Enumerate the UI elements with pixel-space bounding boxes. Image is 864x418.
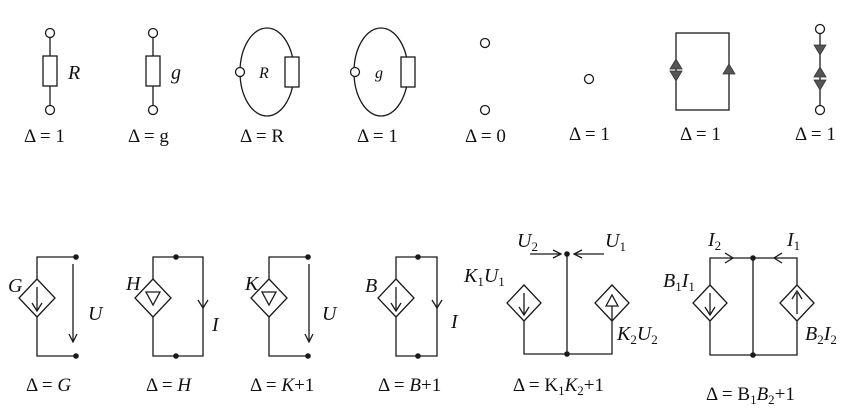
voltage-label-u1: U1	[605, 230, 626, 254]
element-cccs: B I Δ = B+1	[365, 254, 459, 396]
voltage-label: U	[322, 303, 338, 325]
element-conductance-g: g Δ = g	[128, 27, 181, 147]
voltage-label-u2: U2	[517, 230, 538, 254]
node-terminal	[479, 37, 491, 49]
node-terminal	[814, 23, 826, 35]
delta-label: Δ = R	[240, 126, 284, 147]
element-parallel-diodes: Δ = 1	[669, 32, 736, 145]
node-terminal	[479, 104, 491, 116]
diode-up-icon	[669, 58, 683, 70]
diode-up-icon	[722, 63, 736, 75]
source-label: G	[8, 275, 23, 297]
node-terminal	[44, 27, 56, 39]
node-terminal	[349, 66, 361, 78]
delta-label: Δ = B+1	[378, 375, 441, 396]
conductance-label: g	[375, 65, 383, 82]
delta-label: Δ = 1	[795, 124, 836, 145]
voltage-triangle-icon	[144, 291, 162, 307]
resistor-symbol	[284, 56, 300, 88]
current-label-i2: I2	[707, 229, 721, 253]
node-terminal	[147, 27, 159, 39]
delta-label: Δ = 1	[357, 126, 398, 147]
element-open-nodes: Δ = 0	[465, 37, 506, 147]
delta-label: Δ = K+1	[250, 375, 314, 396]
element-coupled-cccs: I2 I1 B1I1 B2I2 Δ = B1B2+1	[663, 229, 837, 407]
node-terminal	[583, 73, 595, 85]
element-single-node: Δ = 1	[569, 73, 610, 145]
delta-label: Δ = B1B2+1	[706, 384, 795, 407]
element-coupled-vcvs: U2 U1 K1U1 K2U2 Δ = K1K2+1	[463, 230, 658, 398]
source-label: H	[125, 273, 142, 295]
node-terminal	[44, 104, 56, 116]
element-resistor-r: R Δ = 1	[24, 27, 80, 147]
element-ccvs: H I Δ = H	[125, 254, 220, 396]
delta-label: Δ = 0	[465, 126, 506, 147]
diode-up-icon	[813, 66, 827, 78]
delta-label: Δ = g	[128, 126, 169, 147]
element-loop-r: R Δ = R	[234, 27, 300, 147]
delta-label: Δ = 1	[24, 126, 65, 147]
delta-label: Δ = H	[146, 375, 192, 396]
element-vcvs: K U Δ = K+1	[244, 254, 338, 396]
element-series-diodes: Δ = 1	[795, 23, 836, 145]
resistor-label: R	[67, 62, 80, 84]
delta-label: Δ = 1	[680, 124, 721, 145]
resistor-symbol	[42, 55, 58, 87]
current-label-i1: I1	[786, 229, 800, 253]
delta-label: Δ = G	[26, 375, 71, 396]
source-label: K	[244, 273, 260, 295]
node-terminal	[147, 104, 159, 116]
element-vccs: G U Δ = G	[8, 254, 104, 396]
current-label: I	[211, 314, 220, 336]
current-arrow-icon	[431, 299, 443, 310]
delta-label: Δ = 1	[569, 124, 610, 145]
current-label: I	[450, 311, 459, 333]
source-label-b1i1: B1I1	[663, 270, 695, 294]
diode-down-icon	[813, 44, 827, 56]
voltage-label: U	[88, 303, 104, 325]
current-arrow-icon	[197, 299, 209, 310]
conductance-label: g	[171, 62, 181, 84]
source-label: B	[365, 275, 377, 297]
voltage-triangle-icon	[604, 293, 620, 307]
delta-label: Δ = K1K2+1	[513, 375, 604, 398]
source-label-k2u2: K2U2	[616, 323, 658, 347]
current-arrow-icon	[772, 252, 783, 264]
voltage-triangle-icon	[260, 291, 278, 307]
node-terminal	[814, 104, 826, 116]
resistor-label: R	[258, 65, 269, 82]
resistor-symbol	[145, 55, 161, 87]
diode-down-icon	[669, 70, 683, 82]
resistor-symbol	[400, 56, 416, 88]
current-arrow-icon	[724, 252, 735, 264]
node-terminal	[234, 66, 246, 78]
source-label-b2i2: B2I2	[805, 323, 837, 347]
source-label-k1u1: K1U1	[463, 265, 505, 289]
diode-down-icon	[813, 79, 827, 91]
element-loop-g: g Δ = 1	[349, 27, 416, 147]
